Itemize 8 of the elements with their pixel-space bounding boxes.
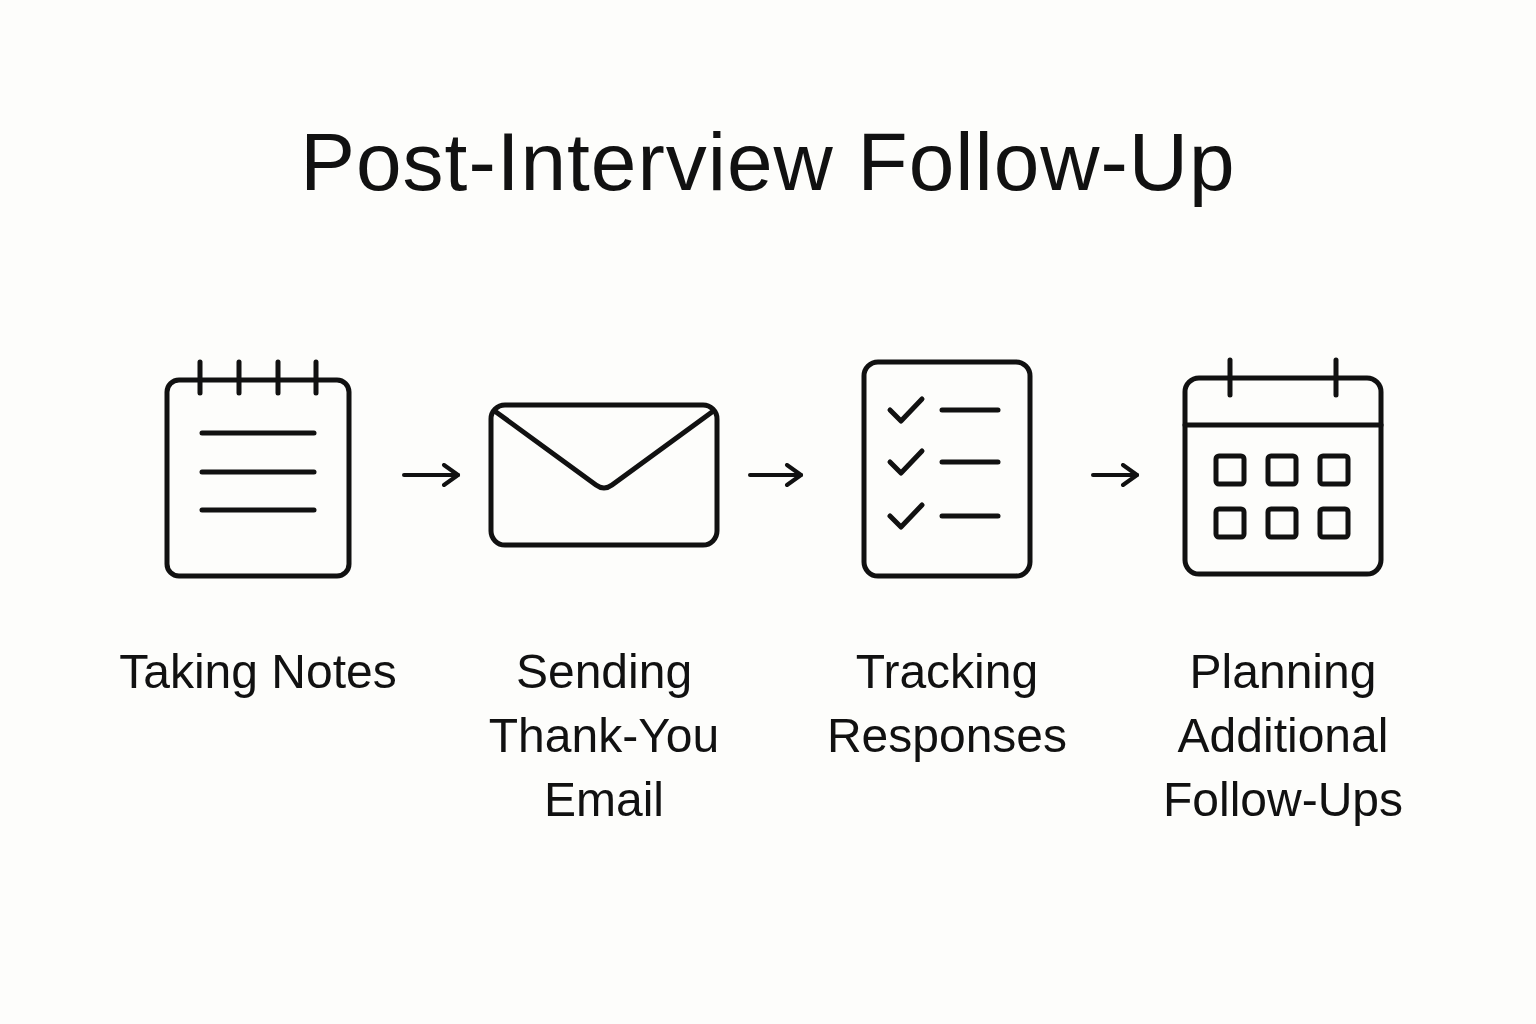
step-label: Tracking Responses <box>825 644 1069 764</box>
step-label: Planning Additional Follow-Ups <box>1161 644 1404 828</box>
title: Post-Interview Follow-Up <box>299 115 1237 209</box>
arrow <box>402 463 460 487</box>
step-label: Taking Notes <box>118 644 398 700</box>
step-label: Sending Thank-You Email <box>487 644 721 828</box>
arrow <box>1091 463 1139 487</box>
arrow <box>748 463 803 487</box>
